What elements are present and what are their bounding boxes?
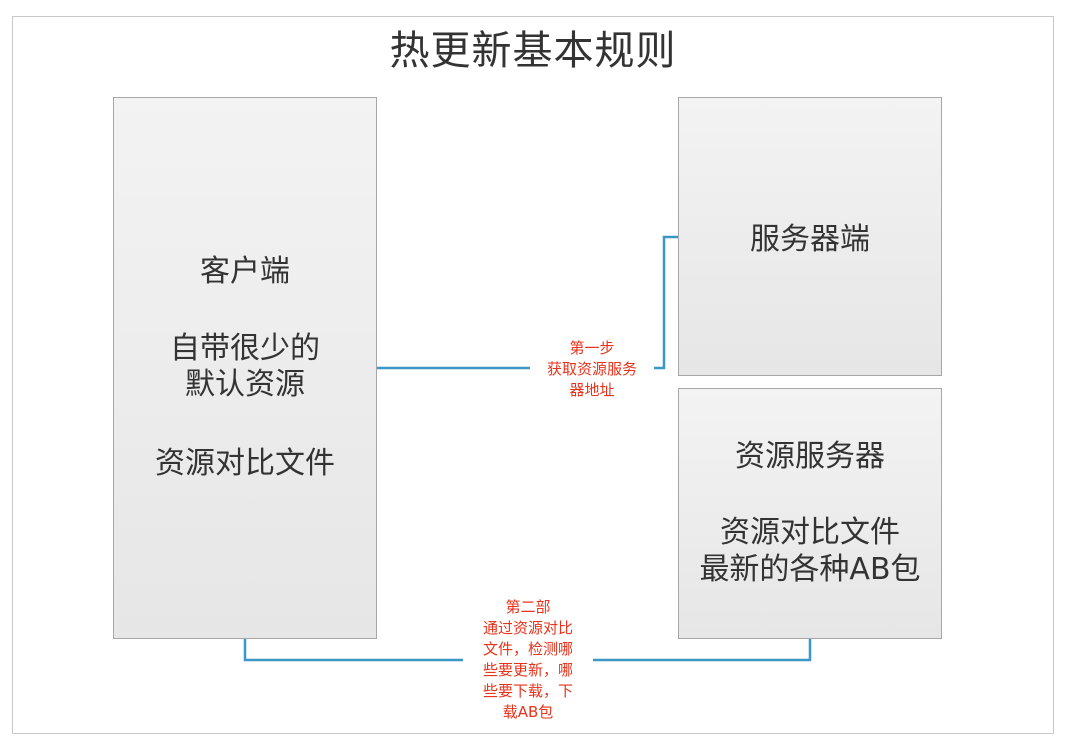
client-desc-line1: 自带很少的 bbox=[170, 331, 320, 366]
diagram-title: 热更新基本规则 bbox=[389, 28, 677, 74]
step1-annotation: 第一步 获取资源服务 器地址 bbox=[530, 338, 654, 401]
server-name: 服务器端 bbox=[750, 222, 870, 257]
resource-server-name: 资源服务器 bbox=[735, 439, 885, 474]
step1-line2: 获取资源服务 bbox=[546, 360, 637, 378]
step2-line5: 些要下载，下 bbox=[482, 682, 573, 700]
step2-line6: 载AB包 bbox=[502, 703, 554, 721]
connector-client-server bbox=[377, 235, 678, 370]
server-box: 服务器端 bbox=[678, 97, 942, 376]
resource-server-line2: 最新的各种AB包 bbox=[699, 552, 921, 587]
client-file: 资源对比文件 bbox=[155, 446, 335, 481]
client-desc-line2: 默认资源 bbox=[185, 367, 305, 402]
resource-server-line1: 资源对比文件 bbox=[720, 515, 900, 550]
step2-line2: 通过资源对比 bbox=[482, 619, 573, 637]
client-name: 客户端 bbox=[200, 254, 290, 289]
step2-annotation: 第二部 通过资源对比 文件，检测哪 些要更新，哪 些要下载，下 载AB包 bbox=[463, 597, 593, 723]
step1-line1: 第一步 bbox=[569, 339, 615, 357]
step2-line1: 第二部 bbox=[505, 598, 551, 616]
client-box: 客户端 自带很少的 默认资源 资源对比文件 bbox=[113, 97, 377, 639]
step2-line4: 些要更新，哪 bbox=[482, 661, 573, 679]
step2-line3: 文件，检测哪 bbox=[482, 640, 573, 658]
step1-line3: 器地址 bbox=[569, 381, 615, 399]
resource-server-box: 资源服务器 资源对比文件 最新的各种AB包 bbox=[678, 388, 942, 639]
